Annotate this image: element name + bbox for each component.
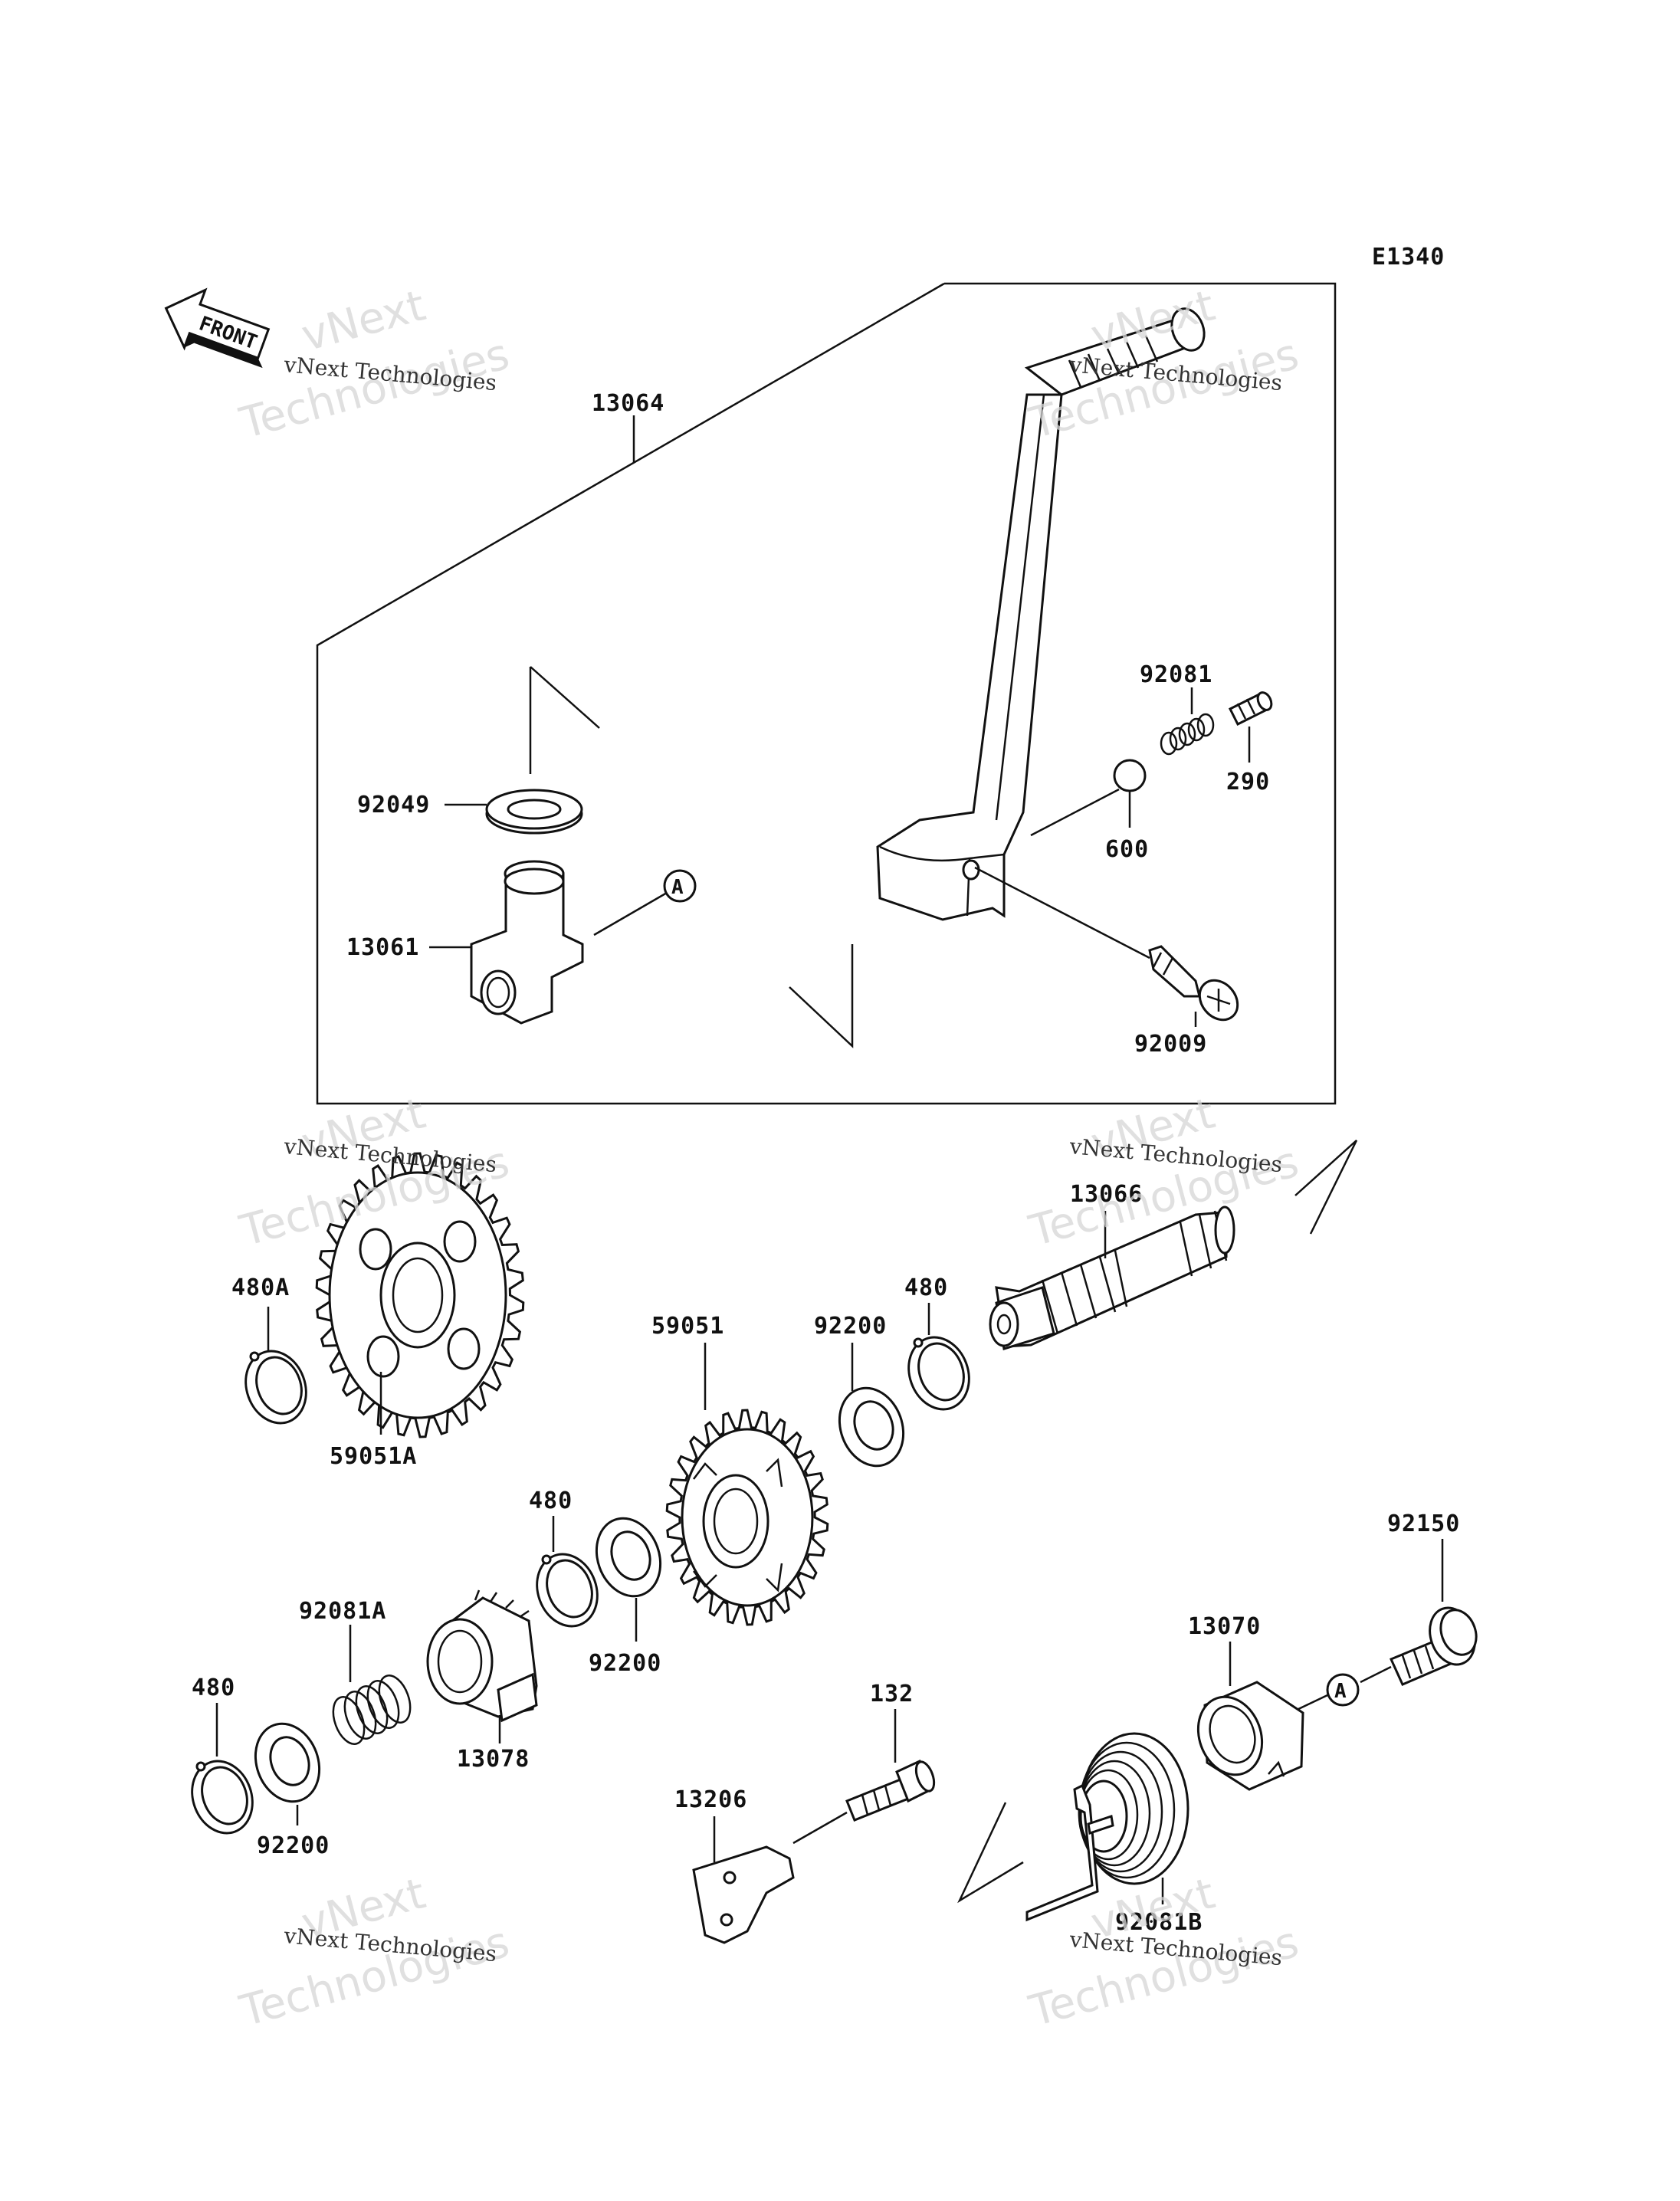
part-92009-bolt: [1148, 945, 1239, 1022]
reference-a-top: [663, 869, 697, 903]
guide-line-2: [530, 666, 600, 729]
callout-92081B: 92081B: [1115, 1909, 1203, 1936]
callout-92081: 92081: [1140, 661, 1212, 688]
part-132-bolt: [845, 1759, 936, 1822]
part-480-circlip-shaft: [907, 1336, 970, 1411]
watermark-bottom-left: vNext Technologies vNext Technologies: [235, 1868, 514, 2036]
callout-13078: 13078: [457, 1746, 530, 1773]
part-92150-bolt: [1389, 1606, 1478, 1686]
callout-92150: 92150: [1387, 1511, 1460, 1537]
callout-13066: 13066: [1070, 1181, 1143, 1208]
callout-59051A: 59051A: [330, 1443, 417, 1470]
guide-line-92150: [1360, 1665, 1392, 1684]
reference-a-top-label: A: [671, 876, 684, 899]
part-92200-washer-shaft: [838, 1386, 905, 1468]
part-59051-gear: [665, 1409, 829, 1626]
callout-480-shaft: 480: [904, 1274, 948, 1301]
callout-13064: 13064: [592, 390, 664, 417]
part-59051A-gear: [315, 1152, 525, 1438]
watermark-top-left: vNext Technologies vNext Technologies: [235, 280, 514, 448]
part-92081-spring: [1160, 713, 1215, 756]
part-13070-collar: [1196, 1681, 1304, 1791]
kick-pedal-arm: [876, 307, 1206, 921]
callout-13061: 13061: [346, 934, 419, 961]
callout-290: 290: [1226, 769, 1270, 795]
callout-92200-shaft: 92200: [814, 1313, 887, 1340]
callout-92200-low: 92200: [257, 1832, 330, 1859]
part-480A-circlip: [244, 1350, 307, 1425]
callout-480-low: 480: [192, 1675, 235, 1701]
guide-line-a-bottom: [1294, 1694, 1328, 1712]
guide-line-3: [789, 944, 854, 1048]
callout-13206: 13206: [674, 1786, 747, 1813]
guide-line-4: [1030, 788, 1120, 837]
callout-92009: 92009: [1134, 1031, 1207, 1058]
callout-132: 132: [870, 1681, 914, 1707]
part-600-ball: [1113, 759, 1147, 792]
callout-600: 600: [1105, 836, 1149, 863]
part-13206-stopper: [692, 1845, 795, 1944]
svg-text:vNext: vNext: [297, 280, 431, 361]
part-480-circlip-low: [191, 1760, 254, 1835]
part-290-pin: [1228, 691, 1273, 727]
callout-92200-mid: 92200: [589, 1650, 661, 1677]
guide-line-92081B: [957, 1802, 1024, 1904]
guide-line-shaft: [1294, 1140, 1358, 1235]
part-92081B-kick-spring: [1025, 1732, 1189, 1922]
part-92049-washer: [485, 789, 583, 835]
guide-line-5: [974, 866, 1150, 959]
diagram-code: E1340: [1372, 244, 1445, 271]
watermark-bottom-right: vNext Technologies vNext Technologies: [1024, 1868, 1304, 2036]
callout-480A: 480A: [231, 1274, 290, 1301]
part-92200-washer-low: [254, 1722, 321, 1803]
callout-480-mid: 480: [529, 1488, 573, 1514]
part-13066-kick-shaft: [989, 1205, 1235, 1350]
part-92200-washer-mid: [595, 1517, 662, 1598]
callout-59051: 59051: [651, 1313, 724, 1340]
guide-line-132: [792, 1811, 848, 1845]
assembly-frame: [316, 282, 1337, 1105]
callout-92049: 92049: [357, 792, 430, 818]
callout-92081A: 92081A: [299, 1598, 386, 1625]
reference-a-bottom-label: A: [1334, 1680, 1347, 1703]
part-13061-kick-shaft: [470, 860, 584, 1025]
part-92081A-spring: [332, 1675, 412, 1745]
part-480-circlip-mid: [536, 1553, 599, 1628]
part-13078-ratchet: [426, 1589, 538, 1723]
leader-a-top: [593, 891, 668, 936]
front-arrow-icon: FRONT: [164, 287, 271, 369]
callout-13070: 13070: [1188, 1613, 1261, 1640]
reference-a-bottom: [1326, 1673, 1360, 1707]
